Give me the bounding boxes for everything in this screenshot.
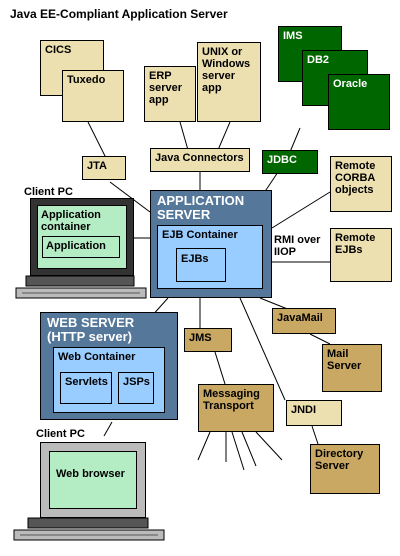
ejbs-box: EJBs xyxy=(176,248,226,282)
tuxedo-box: Tuxedo xyxy=(62,70,124,122)
messaging-transport-label: Messaging Transport xyxy=(203,388,260,412)
jndi-label: JNDI xyxy=(291,404,317,416)
javamail-label: JavaMail xyxy=(277,312,323,324)
ejb-container-box: EJB Container EJBs xyxy=(157,225,263,289)
mail-server-label: Mail Server xyxy=(327,348,362,372)
ejb-container-label: EJB Container xyxy=(162,229,238,241)
ejbs-label: EJBs xyxy=(181,253,209,265)
erp-box: ERP server app xyxy=(144,66,196,122)
application-container-box: Application container Application xyxy=(37,205,127,269)
remote-ejbs-label: Remote EJBs xyxy=(335,232,376,256)
web-browser-label: Web browser xyxy=(56,468,125,480)
jsps-label: JSPs xyxy=(123,376,150,388)
application-box: Application xyxy=(42,236,120,258)
client-pc-1-label: Client PC xyxy=(24,186,73,198)
oracle-label: Oracle xyxy=(333,78,368,90)
mail-server-box: Mail Server xyxy=(322,344,382,392)
messaging-transport-box: Messaging Transport xyxy=(198,384,274,432)
client-pc-2-monitor: Web browser xyxy=(40,442,146,518)
servlets-label: Servlets xyxy=(65,376,108,388)
java-connectors-label: Java Connectors xyxy=(155,152,244,164)
remote-corba-box: Remote CORBA objects xyxy=(330,156,392,212)
directory-server-label: Directory Server xyxy=(315,448,364,472)
web-server-label: WEB SERVER (HTTP server) xyxy=(47,315,135,344)
directory-server-box: Directory Server xyxy=(310,444,380,494)
jsps-box: JSPs xyxy=(118,372,154,404)
db2-label: DB2 xyxy=(307,54,330,66)
erp-label: ERP server app xyxy=(149,70,183,106)
diagram-title: Java EE-Compliant Application Server xyxy=(10,7,228,21)
application-label: Application xyxy=(46,240,106,252)
client-pc-2-label: Client PC xyxy=(36,428,85,440)
client-pc-1-monitor: Application container Application xyxy=(30,198,134,276)
jms-box: JMS xyxy=(184,328,232,352)
remote-corba-label: Remote CORBA objects xyxy=(335,160,376,196)
web-container-label: Web Container xyxy=(58,351,136,363)
jdbc-box: JDBC xyxy=(262,150,318,174)
java-connectors-box: Java Connectors xyxy=(150,148,250,172)
application-container-label: Application container xyxy=(41,209,101,233)
remote-ejbs-box: Remote EJBs xyxy=(330,228,392,282)
jdbc-label: JDBC xyxy=(267,154,297,166)
servlets-box: Servlets xyxy=(60,372,112,404)
jms-label: JMS xyxy=(189,332,212,344)
ims-label: IMS xyxy=(283,30,303,42)
web-browser-box: Web browser xyxy=(49,451,137,509)
jta-box: JTA xyxy=(82,156,126,180)
tuxedo-label: Tuxedo xyxy=(67,74,106,86)
unix-box: UNIX or Windows server app xyxy=(197,42,261,122)
rmi-iiop-label: RMI over IIOP xyxy=(274,234,321,258)
oracle-box: Oracle xyxy=(328,74,390,130)
unix-label: UNIX or Windows server app xyxy=(202,46,251,94)
jndi-box: JNDI xyxy=(286,400,342,426)
javamail-box: JavaMail xyxy=(272,308,336,334)
web-server-box: WEB SERVER (HTTP server) Web Container S… xyxy=(40,312,178,420)
application-server-box: APPLICATION SERVER EJB Container EJBs xyxy=(150,190,272,298)
jta-label: JTA xyxy=(87,160,107,172)
application-server-label: APPLICATION SERVER xyxy=(157,193,245,222)
web-container-box: Web Container Servlets JSPs xyxy=(53,347,165,413)
cics-label: CICS xyxy=(45,44,72,56)
